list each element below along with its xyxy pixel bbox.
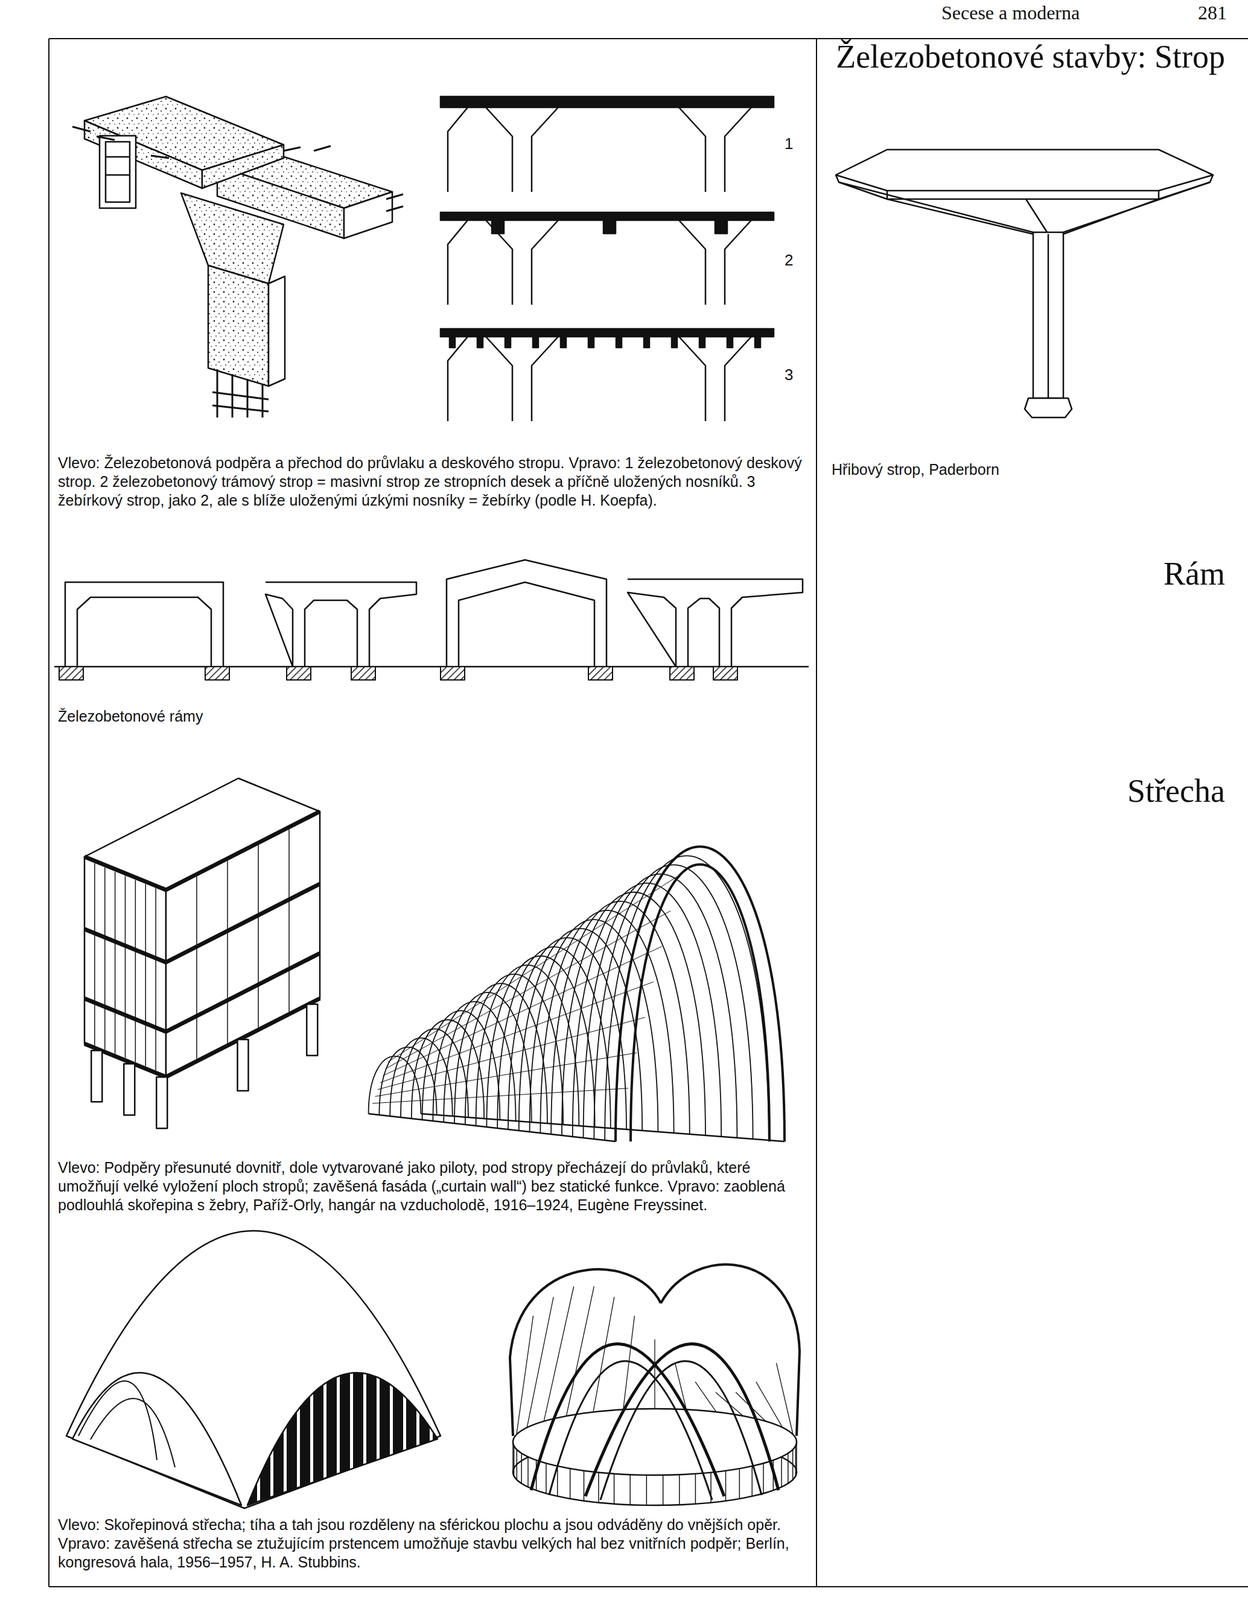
- callout-number: 1: [784, 133, 809, 154]
- curtain-wall-building: [84, 778, 320, 1129]
- caption: Hřibový strop, Paderborn: [831, 460, 1218, 480]
- caption: Železobetonové rámy: [57, 707, 541, 726]
- callout-number: 3: [784, 365, 809, 385]
- section-heading: Rám: [844, 553, 1226, 595]
- slab: [440, 212, 774, 221]
- section-heading: Železobetonové stavby: Strop: [814, 37, 1226, 77]
- section-heading: Střecha: [844, 771, 1226, 812]
- page-frame: [48, 38, 1248, 1588]
- congress-hall: [509, 1264, 800, 1506]
- shell-roof: [66, 1231, 441, 1509]
- caption: Vlevo: Železobetonová podpěra a přechod …: [57, 453, 810, 510]
- mushroom-slab: [835, 149, 1213, 418]
- slab-sections: [440, 96, 774, 422]
- column-beam-slab: [72, 96, 404, 418]
- page-number: 281: [1197, 1, 1244, 26]
- slab: [440, 96, 774, 108]
- caption: Vlevo: Podpěry přesunuté dovnitř, dole v…: [57, 1158, 810, 1215]
- slab: [440, 328, 774, 337]
- running-head: Secese a moderna: [941, 1, 1195, 26]
- callout-number: 2: [784, 250, 809, 270]
- caption: Vlevo: Skořepinová střecha; tíha a tah j…: [57, 1515, 810, 1573]
- concrete-frames: [54, 560, 809, 681]
- orly-hangar: [368, 846, 785, 1142]
